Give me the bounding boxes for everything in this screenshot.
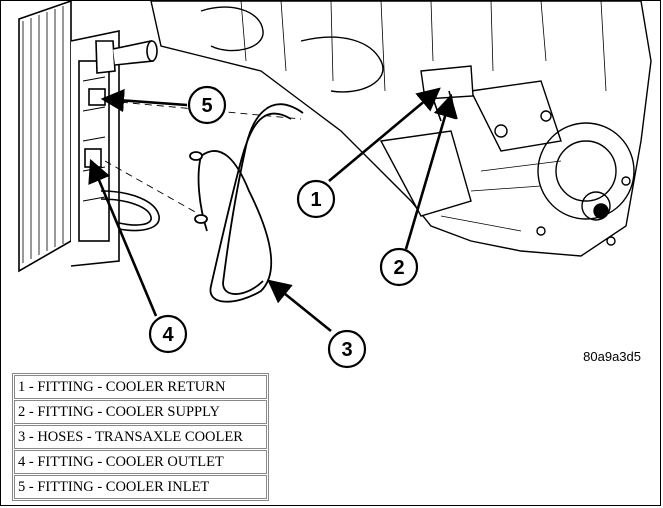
callout-2-label: 2 bbox=[393, 257, 404, 279]
callout-4: 4 bbox=[148, 314, 188, 354]
legend-row-text: 2 - FITTING - COOLER SUPPLY bbox=[14, 400, 267, 424]
transaxle-drawing bbox=[150, 1, 652, 257]
cooler-hoses-drawing bbox=[104, 100, 304, 303]
legend-row: 3 - HOSES - TRANSAXLE COOLER bbox=[14, 425, 267, 449]
legend-row: 4 - FITTING - COOLER OUTLET bbox=[14, 450, 267, 474]
callout-5: 5 bbox=[187, 85, 227, 125]
legend-row-text: 1 - FITTING - COOLER RETURN bbox=[14, 375, 267, 399]
figure-id-label: 80a9a3d5 bbox=[583, 349, 641, 364]
legend-row: 1 - FITTING - COOLER RETURN bbox=[14, 375, 267, 399]
legend-row-text: 5 - FITTING - COOLER INLET bbox=[14, 475, 267, 499]
callout-2: 2 bbox=[379, 247, 419, 287]
legend-table: 1 - FITTING - COOLER RETURN 2 - FITTING … bbox=[12, 373, 269, 501]
legend-row-text: 3 - HOSES - TRANSAXLE COOLER bbox=[14, 425, 267, 449]
leader-arrows bbox=[88, 87, 457, 333]
radiator-drawing bbox=[18, 1, 160, 273]
callout-1: 1 bbox=[296, 179, 336, 219]
callout-1-label: 1 bbox=[310, 189, 321, 211]
transaxle-cooler-illustration: 1 2 3 4 5 bbox=[18, 1, 652, 369]
legend-row-text: 4 - FITTING - COOLER OUTLET bbox=[14, 450, 267, 474]
callout-3-label: 3 bbox=[341, 339, 352, 361]
legend-row: 5 - FITTING - COOLER INLET bbox=[14, 475, 267, 499]
callout-3: 3 bbox=[327, 329, 367, 369]
callout-4-label: 4 bbox=[162, 324, 174, 346]
callout-5-label: 5 bbox=[201, 95, 212, 117]
diagram-figure: 1 2 3 4 5 bbox=[1, 1, 660, 371]
legend-row: 2 - FITTING - COOLER SUPPLY bbox=[14, 400, 267, 424]
